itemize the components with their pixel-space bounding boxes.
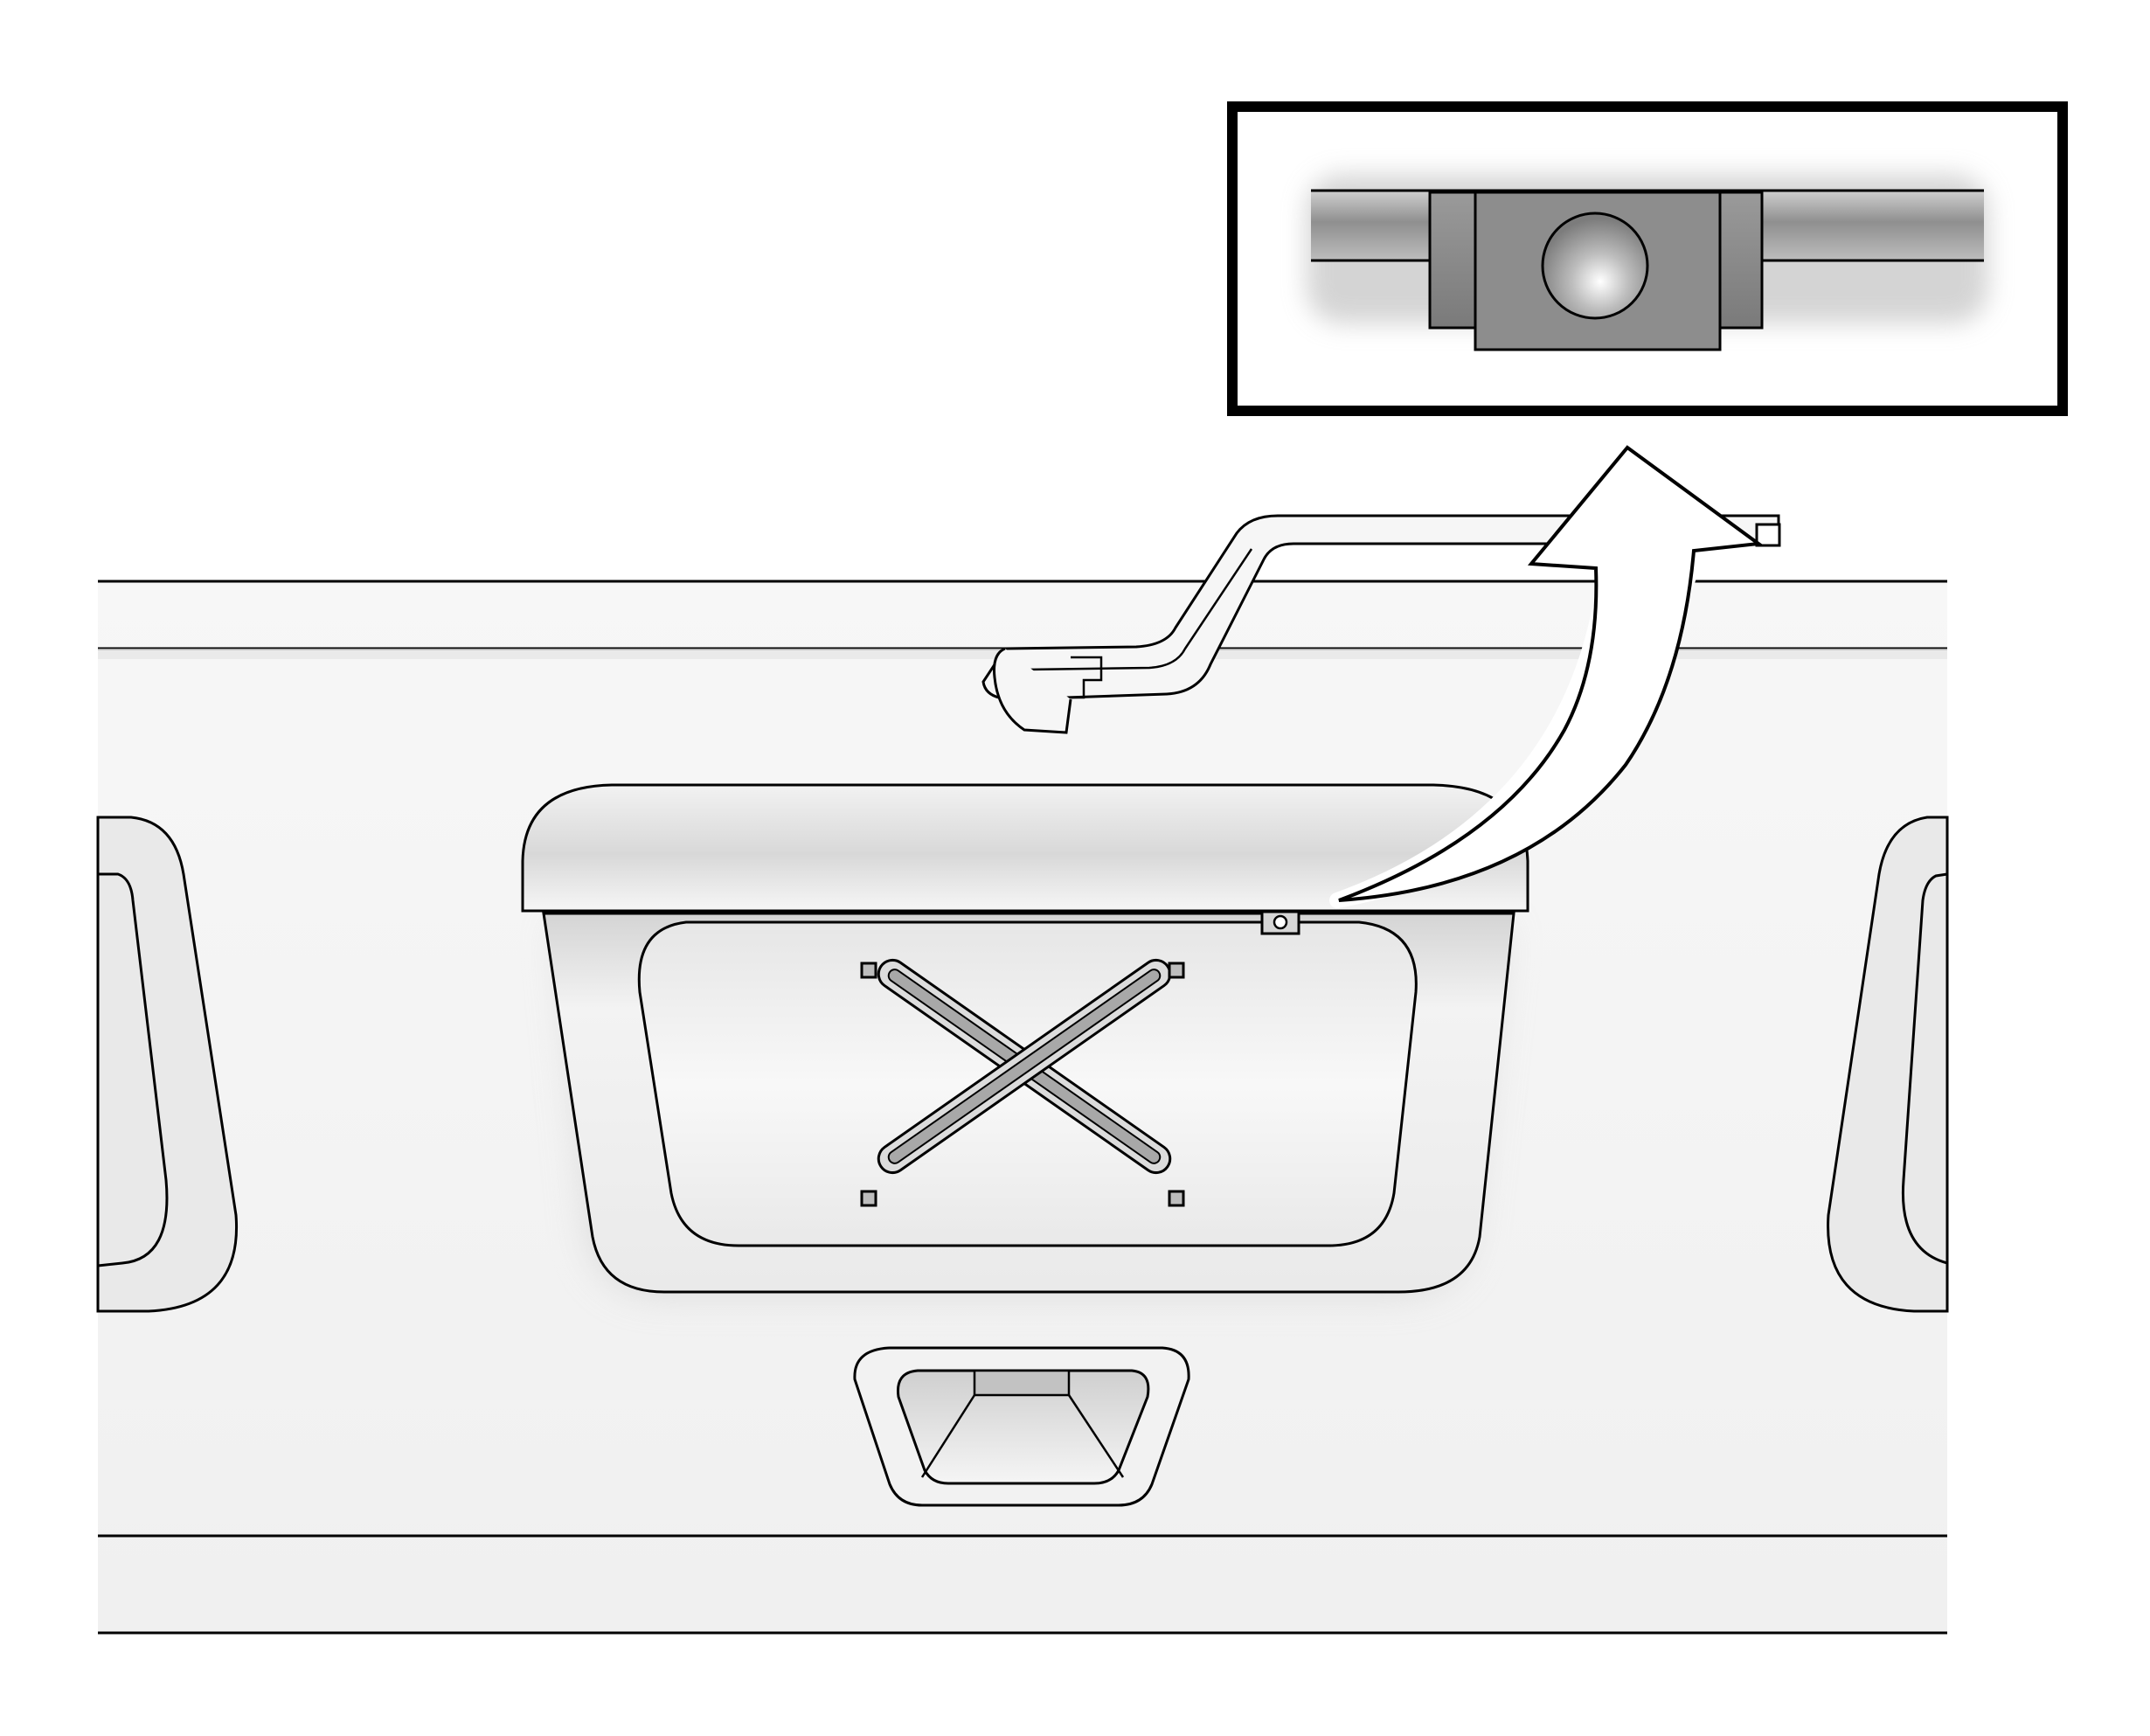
camera-lens-icon	[1541, 212, 1649, 320]
camera-location-marker	[1260, 910, 1300, 935]
right-side-recess	[1827, 816, 1949, 1313]
tailgate-latch	[853, 1346, 1190, 1507]
left-side-recess	[96, 816, 239, 1313]
callout-connector	[981, 514, 1781, 734]
inset-zoom-frame	[1227, 101, 2068, 416]
callout-arrow	[1329, 445, 1764, 908]
license-plate-recess	[542, 912, 1515, 1294]
x-embossing	[860, 958, 1185, 1207]
